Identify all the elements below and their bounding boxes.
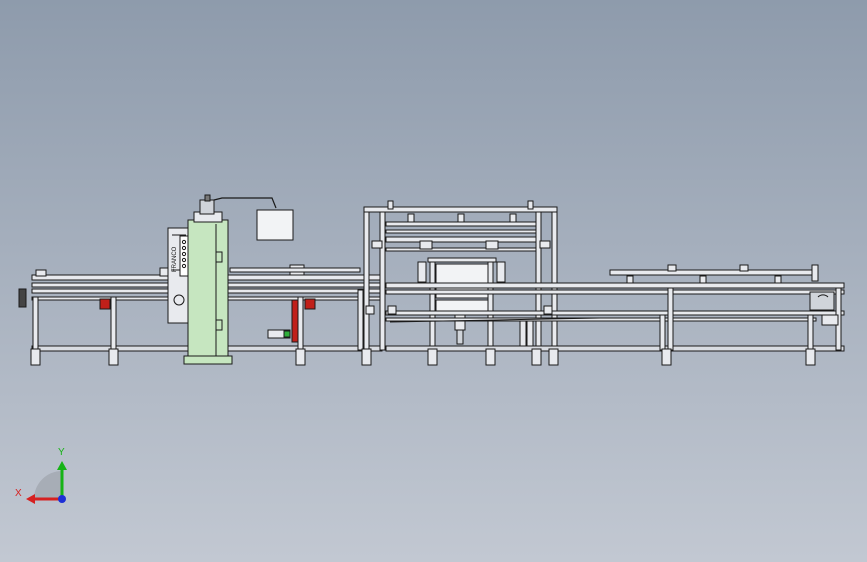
press-head-side (496, 261, 506, 283)
belt-clip (667, 264, 677, 272)
control-panel: FRANCO (167, 227, 191, 324)
gantry-cross-beam (385, 247, 537, 252)
press-column-base (183, 355, 233, 365)
z-axis-dot (58, 495, 66, 503)
leveling-foot (805, 348, 816, 366)
x-axis-label: X (15, 488, 22, 499)
leveling-foot (361, 348, 372, 366)
gantry-post (363, 211, 370, 351)
column-window (215, 319, 223, 331)
leveling-foot (485, 348, 496, 366)
gantry-post (535, 211, 542, 351)
gantry-cross-beam (385, 236, 537, 243)
press-column (183, 194, 294, 365)
gantry-block (387, 200, 394, 210)
gantry-post (551, 211, 558, 351)
press-head-lower (435, 299, 489, 313)
outfeed-top-rail (385, 282, 845, 289)
outfeed-upper-rail (385, 289, 845, 295)
stop-block-red (304, 298, 316, 310)
belt-end (811, 264, 819, 282)
post (519, 317, 527, 351)
gantry-block (407, 213, 415, 223)
infeed-leg (357, 289, 364, 351)
valve (204, 194, 211, 202)
tension-line (389, 317, 601, 323)
gantry-block (527, 200, 534, 210)
y-axis-head (57, 461, 67, 470)
leveling-foot (295, 348, 306, 366)
air-line (213, 197, 277, 209)
bolt-plate (543, 305, 553, 315)
belt-roller (626, 275, 634, 284)
bracket (35, 269, 47, 277)
sensor-indicator (283, 330, 291, 338)
outfeed-base-rail (385, 345, 845, 352)
gantry-clamp (485, 240, 499, 250)
bolt-plate (387, 305, 397, 315)
outfeed-leg (667, 287, 674, 351)
gantry-clamp (371, 240, 383, 249)
gantry-block (457, 213, 465, 223)
infeed-leg (297, 296, 304, 350)
bolt-plate (365, 305, 375, 315)
outfeed-leg (659, 314, 666, 351)
gantry-frame (363, 200, 558, 351)
outfeed-leg (807, 314, 814, 351)
press-head-post (429, 261, 436, 351)
panel-knob (173, 294, 185, 306)
press-ram-rod (456, 329, 464, 345)
gantry-cross-beam (385, 229, 537, 234)
upper-guide (229, 267, 361, 273)
belt-roller (699, 275, 707, 284)
triad-plane (34, 471, 62, 499)
column-window (215, 251, 223, 263)
infeed-leg (110, 296, 117, 350)
press-head-top (427, 257, 497, 263)
leveling-foot (427, 348, 438, 366)
gantry-post (379, 211, 386, 351)
lift-cylinder-red (291, 299, 299, 343)
outfeed-conveyor (361, 264, 845, 366)
view-triad: X Y (15, 447, 67, 504)
leveling-foot (661, 348, 672, 366)
motor-guard (817, 294, 829, 298)
panel-label: FRANCO (172, 246, 178, 272)
x-axis-head (26, 494, 35, 504)
end-handle (18, 288, 27, 308)
gantry-cross-beam (385, 221, 537, 227)
gantry-clamp (539, 240, 551, 249)
leveling-foot (108, 348, 119, 366)
outfeed-belt-rail (385, 310, 845, 316)
cylinder-top (199, 199, 215, 215)
leveling-foot (30, 348, 41, 366)
end-bracket (821, 314, 839, 326)
leveling-foot (548, 348, 559, 366)
press-head-post (487, 261, 494, 351)
post (526, 317, 534, 351)
belt-clip (739, 264, 749, 272)
gantry-clamp (419, 240, 433, 250)
belt-roller (774, 275, 782, 284)
gantry-block (509, 213, 517, 223)
stop-block-red (99, 298, 111, 310)
gantry-top-beam (363, 206, 558, 213)
upper-belt (609, 269, 816, 276)
press-head-side (417, 261, 427, 283)
junction-box (256, 209, 294, 241)
infeed-leg (32, 296, 39, 350)
y-axis-label: Y (58, 447, 65, 458)
press-column-body (187, 219, 229, 361)
leveling-foot (531, 348, 542, 366)
